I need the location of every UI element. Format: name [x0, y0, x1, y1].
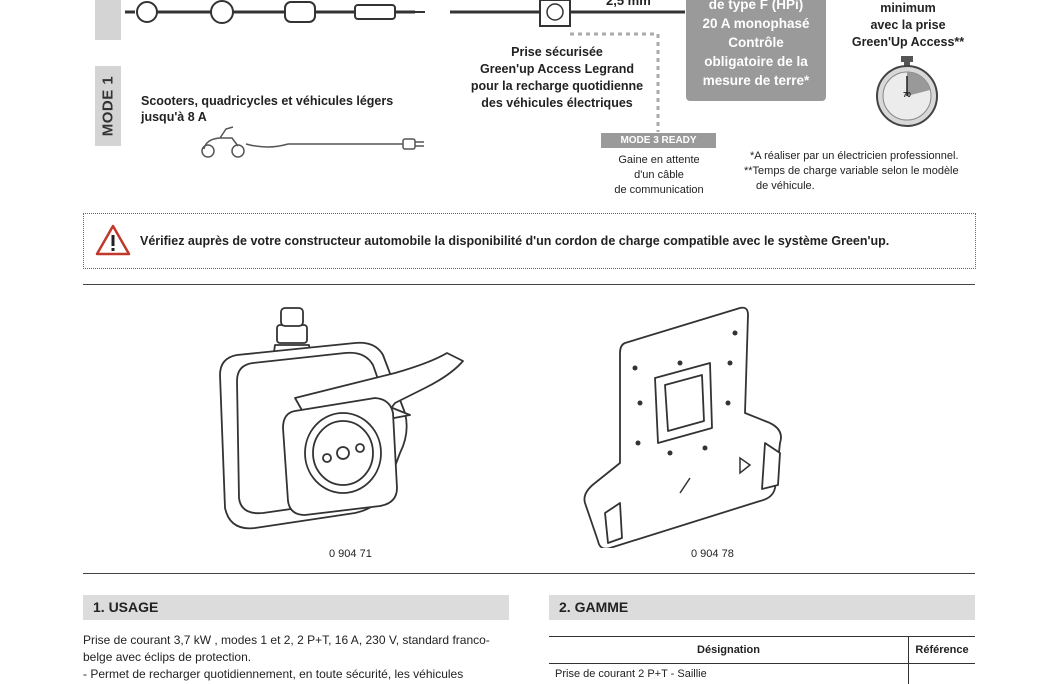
col-reference-header: Référence — [909, 637, 976, 664]
mode2-tab — [95, 0, 121, 40]
scooter-cable-diagram — [198, 124, 428, 164]
control-box-icon — [211, 1, 233, 23]
mode3-caption: Gaine en attente d'un câble de communica… — [600, 153, 718, 198]
mode1-description: Scooters, quadricycles et véhicules lége… — [141, 93, 393, 125]
socket-caption: Prise sécurisée Green'up Access Legrand … — [462, 44, 652, 112]
cable-section-label: 2,5 mm — [606, 0, 651, 8]
table-cell-reference — [909, 664, 976, 684]
timer-caption: minimum avec la prise Green'Up Access** — [838, 0, 978, 51]
product-ref-090478: 0 904 78 — [691, 548, 734, 560]
stopwatch-icon: 70 — [872, 56, 942, 128]
requirements-box: de type F (HPi) 20 A monophasé Contrôle … — [686, 0, 826, 101]
mode3-badge: MODE 3 READY — [601, 133, 716, 148]
product-plate-illustration — [580, 303, 790, 548]
warning-icon — [95, 224, 131, 256]
gamme-table: Désignation Référence Prise de courant 2… — [549, 636, 975, 684]
plug-left-icon — [137, 2, 157, 22]
connector-icon — [285, 2, 315, 22]
footnote-1: *A réaliser par un électricien professio… — [750, 150, 959, 162]
col-designation-header: Désignation — [549, 637, 909, 664]
divider-bottom — [83, 573, 975, 574]
divider-top — [83, 284, 975, 285]
table-row: Prise de courant 2 P+T - Saillie — [549, 664, 975, 684]
mode1-plug-icon — [403, 139, 415, 149]
footnote-2: **Temps de charge variable selon le modè… — [744, 164, 959, 194]
table-cell-designation: Prise de courant 2 P+T - Saillie — [549, 664, 909, 684]
usage-text: Prise de courant 3,7 kW , modes 1 et 2, … — [83, 632, 513, 683]
section-gamme-title: 2. GAMME — [549, 595, 975, 620]
section-usage-title: 1. USAGE — [83, 595, 509, 620]
product-ref-090471: 0 904 71 — [329, 548, 372, 560]
scooter-icon — [202, 127, 244, 157]
warning-box: Vérifiez auprès de votre constructeur au… — [83, 213, 976, 269]
mode1-tab: MODE 1 — [95, 66, 121, 146]
timer-value: 70 — [903, 92, 911, 99]
table-header-row: Désignation Référence — [549, 637, 975, 664]
warning-text: Vérifiez auprès de votre constructeur au… — [140, 234, 889, 248]
product-socket-illustration — [215, 303, 475, 538]
plug-right-icon — [355, 5, 395, 19]
